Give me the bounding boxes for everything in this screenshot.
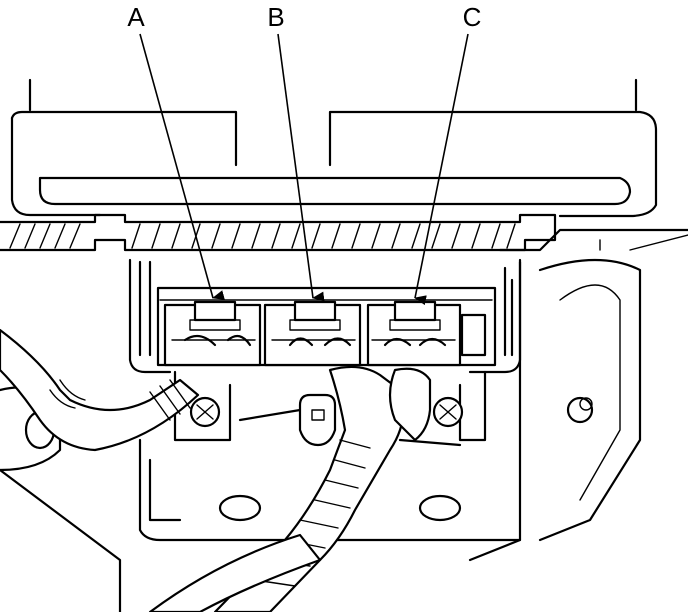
callout-label-a: A bbox=[127, 2, 145, 32]
wire-harness bbox=[0, 328, 447, 612]
connector-c bbox=[366, 300, 487, 367]
stud-bolt-right bbox=[566, 396, 594, 424]
callout-leaders bbox=[139, 33, 469, 306]
lower-bracket bbox=[138, 370, 522, 542]
upper-trim-panel bbox=[10, 78, 658, 218]
mounting-rail bbox=[0, 213, 557, 252]
leader-line-c bbox=[414, 33, 469, 306]
leader-line-a bbox=[139, 33, 225, 300]
leader-line-b bbox=[277, 33, 325, 302]
connector-a bbox=[163, 300, 262, 367]
connector-b bbox=[263, 300, 362, 367]
callout-label-c: C bbox=[463, 2, 482, 32]
callout-label-b: B bbox=[267, 2, 284, 32]
